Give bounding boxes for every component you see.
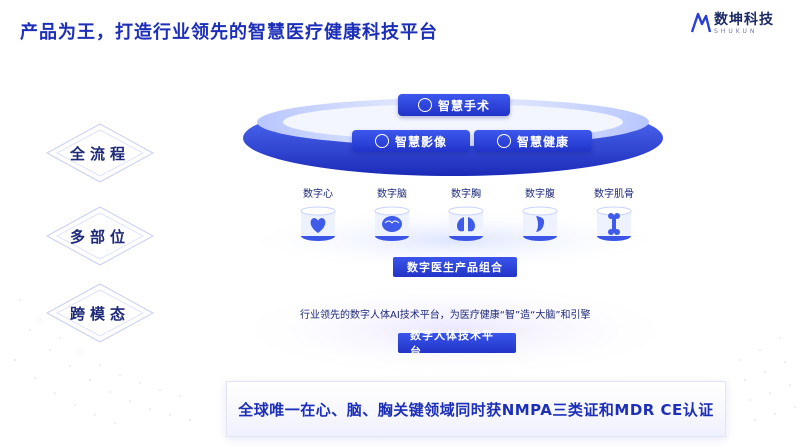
organ-label-brain: 数字脑 <box>377 189 407 200</box>
label-multi-site: 多部位 <box>45 205 155 267</box>
shukun-logo-icon <box>690 12 712 33</box>
surgery-icon <box>417 98 432 112</box>
badge-digital-doctor: 数字医生产品组合 <box>393 257 517 277</box>
label-cross-modal: 跨模态 <box>45 282 155 344</box>
imaging-icon <box>374 134 389 148</box>
logo-subtitle: SHUKUN <box>714 28 758 35</box>
label-full-process: 全流程 <box>45 122 155 184</box>
health-icon <box>496 134 511 148</box>
page-title: 产品为王，打造行业领先的智慧医疗健康科技平台 <box>20 22 438 43</box>
chip-smart-imaging: 智慧影像 <box>352 130 470 152</box>
platform-description: 行业领先的数字人体AI技术平台，为医疗健康“智”造“大脑”和引擎 <box>300 310 591 321</box>
chip-label: 智慧手术 <box>437 98 490 113</box>
organ-label-heart: 数字心 <box>303 189 333 200</box>
company-logo: 数坤科技 SHUKUN <box>690 8 790 40</box>
chip-smart-surgery: 智慧手术 <box>398 94 510 116</box>
organ-label-chest: 数字胸 <box>451 189 481 200</box>
organ-label-abdomen: 数字腹 <box>525 189 555 200</box>
lung-icon <box>448 206 484 241</box>
label-text: 全流程 <box>69 144 130 163</box>
label-text: 跨模态 <box>69 304 130 323</box>
label-text: 多部位 <box>69 227 130 246</box>
heart-icon <box>300 206 336 241</box>
abdomen-icon <box>522 206 558 241</box>
logo-name: 数坤科技 <box>714 12 774 28</box>
badge-digital-body-platform: 数字人体技术平台 <box>398 329 516 358</box>
chip-label: 智慧影像 <box>394 134 447 149</box>
organ-label-bone: 数字肌骨 <box>594 189 634 200</box>
bone-icon <box>596 206 632 241</box>
chip-label: 智慧健康 <box>516 134 569 149</box>
chip-smart-health: 智慧健康 <box>474 130 592 152</box>
certification-banner: 全球唯一在心、脑、胸关键领域同时获NMPA三类证和MDR CE认证 <box>226 381 726 437</box>
brain-icon <box>374 206 410 241</box>
